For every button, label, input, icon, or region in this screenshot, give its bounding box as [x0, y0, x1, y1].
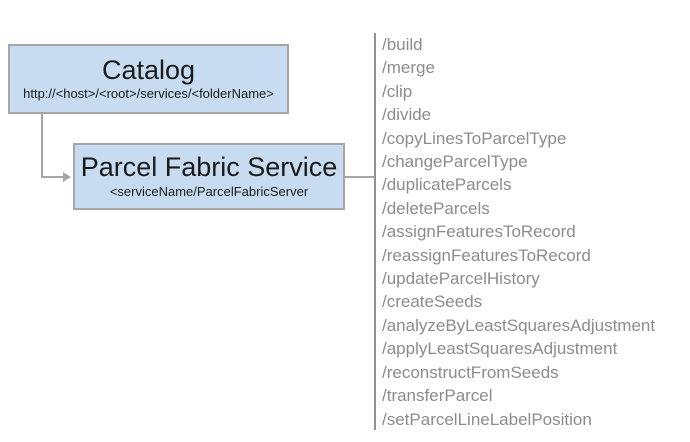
- endpoint-item: /build: [382, 35, 423, 54]
- connector-catalog-down-segment: [41, 114, 43, 178]
- endpoint-item: /reconstructFromSeeds: [382, 362, 559, 382]
- endpoint-item: /analyzeByLeastSquaresAdjustment: [382, 315, 656, 335]
- endpoint-list: /build/merge/clip/divide/copyLinesToParc…: [382, 33, 686, 431]
- endpoint-item: /setParcelLineLabelPosition: [382, 409, 592, 429]
- catalog-url: http://<host>/<root>/services/<folderNam…: [23, 86, 274, 102]
- endpoint-item: /merge: [382, 58, 435, 78]
- endpoint-item: /applyLeastSquaresAdjustment: [382, 339, 618, 359]
- endpoint-item: /assignFeaturesToRecord: [382, 222, 576, 242]
- endpoint-item: /duplicateParcels: [382, 175, 512, 195]
- arrowhead-icon: [63, 172, 71, 182]
- catalog-title: Catalog: [101, 54, 196, 85]
- service-subtitle: <serviceName/ParcelFabricServer: [109, 183, 309, 199]
- endpoint-item: /updateParcelHistory: [382, 269, 540, 289]
- endpoint-item: /transferParcel: [382, 386, 493, 406]
- endpoint-item: /deleteParcels: [382, 198, 490, 218]
- endpoint-item: /divide: [382, 105, 432, 125]
- endpoints-divider-line: [374, 33, 376, 430]
- service-title: Parcel Fabric Service: [80, 152, 338, 183]
- connector-service-to-endpoints: [345, 176, 374, 178]
- endpoint-item: /createSeeds: [382, 292, 483, 312]
- endpoint-item: /reassignFeaturesToRecord: [382, 245, 591, 265]
- connector-catalog-horizontal-segment: [41, 176, 64, 178]
- endpoint-item: /changeParcelType: [382, 152, 528, 172]
- catalog-node: Catalog http://<host>/<root>/services/<f…: [8, 44, 289, 114]
- service-node: Parcel Fabric Service <serviceName/Parce…: [73, 143, 345, 210]
- endpoint-item: /copyLinesToParcelType: [382, 128, 567, 148]
- endpoint-item: /clip: [382, 81, 413, 101]
